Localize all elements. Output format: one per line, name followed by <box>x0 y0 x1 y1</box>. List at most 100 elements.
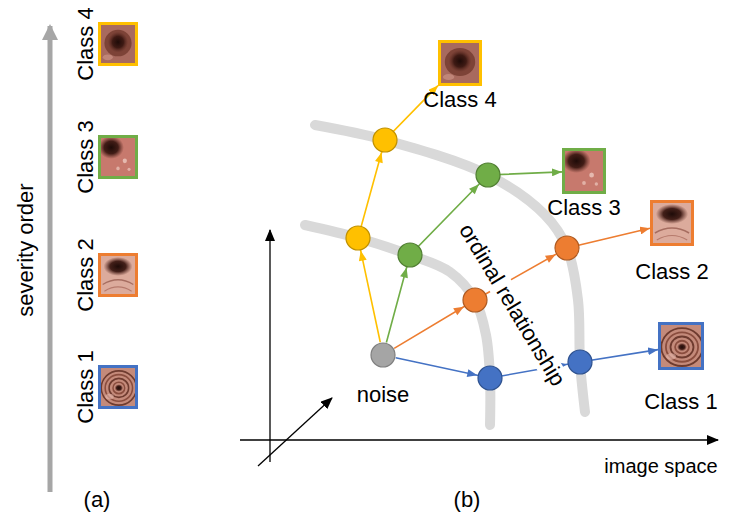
arrow-head <box>469 184 479 194</box>
noise-circle <box>371 343 395 367</box>
arrow-head <box>400 268 408 279</box>
photo-detail <box>101 371 135 405</box>
photo-detail <box>101 25 135 63</box>
photo-detail <box>105 394 114 400</box>
label-holder: Class 1 <box>74 349 98 426</box>
endoscopy-thumbnail <box>98 365 138 409</box>
axis-label: severity order <box>14 183 38 316</box>
label-holder: Class 4 <box>74 6 98 83</box>
endoscopy-photo <box>101 368 135 406</box>
latent-dot <box>555 236 579 260</box>
endoscopy-thumbnail <box>562 148 606 194</box>
photo-detail <box>655 228 689 233</box>
photo-detail <box>595 182 598 186</box>
photo-detail <box>116 167 119 171</box>
endoscopy-photo <box>101 25 135 63</box>
axis-line <box>258 398 332 466</box>
latent-dot <box>478 366 502 390</box>
arrow-head <box>467 369 478 377</box>
photo-detail <box>104 30 131 57</box>
class-image: Class 1 <box>644 322 717 414</box>
endoscopy-thumbnail <box>98 22 138 66</box>
panel-label: (a) <box>84 488 111 512</box>
photo-detail <box>589 173 594 178</box>
photo-detail <box>123 158 127 163</box>
photo-detail <box>128 168 131 171</box>
severity-arrow <box>48 26 53 492</box>
latent-dot <box>398 243 422 267</box>
latent-dot <box>476 163 500 187</box>
label-holder: Class 4 <box>423 88 496 112</box>
photo-detail <box>675 341 689 354</box>
photo-detail <box>441 43 479 83</box>
class-label: Class 1 <box>74 350 98 423</box>
label-holder: Class 2 <box>635 260 708 284</box>
photo-detail <box>115 384 124 392</box>
class-label: Class 3 <box>547 196 620 220</box>
photo-detail <box>104 287 131 291</box>
photo-detail <box>113 382 125 393</box>
photo-detail <box>582 181 586 185</box>
arrow-head <box>453 307 464 316</box>
class-image: Class 3 <box>547 148 620 220</box>
photo-detail <box>104 257 133 276</box>
photo-detail <box>666 353 676 359</box>
class-image: Class 4 <box>74 6 138 83</box>
noise-dot <box>370 342 396 368</box>
label-holder: Class 1 <box>644 390 717 414</box>
latent-dot <box>568 350 592 374</box>
endoscopy-photo <box>661 325 701 367</box>
photo-detail <box>101 138 124 159</box>
photo-detail <box>103 54 113 60</box>
class-image: Class 1 <box>74 349 138 426</box>
class-label: Class 1 <box>644 390 717 414</box>
axis-label: image space <box>604 455 717 477</box>
photo-detail <box>657 236 687 241</box>
arrow-head <box>359 251 367 262</box>
ordinal-arc <box>305 225 490 425</box>
endoscopy-photo <box>441 43 479 83</box>
photo-detail <box>105 375 132 402</box>
class-image: Class 4 <box>423 40 496 112</box>
label-holder: Class 2 <box>74 237 98 314</box>
edge-group <box>358 86 438 343</box>
photo-detail <box>653 203 691 243</box>
class-image: Class 2 <box>635 200 708 284</box>
panel-label: (b) <box>454 488 481 512</box>
arrow-head <box>375 153 383 164</box>
class-label: Class 3 <box>74 120 98 193</box>
class-label: Class 4 <box>74 7 98 80</box>
latent-path-arrow <box>358 86 438 343</box>
label-holder: Class 3 <box>547 196 620 220</box>
photo-detail <box>449 50 472 72</box>
endoscopy-photo <box>101 256 135 294</box>
endoscopy-thumbnail <box>650 200 694 246</box>
axis-line <box>269 230 270 462</box>
label-holder: Class 3 <box>74 119 98 196</box>
photo-detail <box>103 280 134 285</box>
endoscopy-photo <box>565 151 603 191</box>
class-label: noise <box>357 383 410 407</box>
photo-detail <box>443 74 454 80</box>
endoscopy-thumbnail <box>438 40 482 86</box>
endoscopy-thumbnail <box>658 322 704 370</box>
endoscopy-photo <box>101 138 135 176</box>
class-label: Class 2 <box>74 238 98 311</box>
latent-dot <box>373 128 397 152</box>
arrow-head <box>545 254 556 262</box>
photo-detail <box>565 151 591 173</box>
photo-detail <box>656 204 688 224</box>
latent-dot <box>346 226 370 250</box>
axis-line <box>240 439 718 440</box>
photo-detail <box>666 332 698 361</box>
class-image: Class 2 <box>74 237 138 314</box>
class-label: Class 4 <box>423 88 496 112</box>
endoscopy-thumbnail <box>98 253 138 297</box>
relation-label: ordinal relationship <box>453 218 571 392</box>
latent-dot <box>463 288 487 312</box>
class-label: Class 2 <box>635 260 708 284</box>
endoscopy-thumbnail <box>98 135 138 179</box>
noise-node: noise <box>357 342 410 407</box>
photo-detail <box>677 343 687 351</box>
class-image: Class 3 <box>74 119 138 196</box>
